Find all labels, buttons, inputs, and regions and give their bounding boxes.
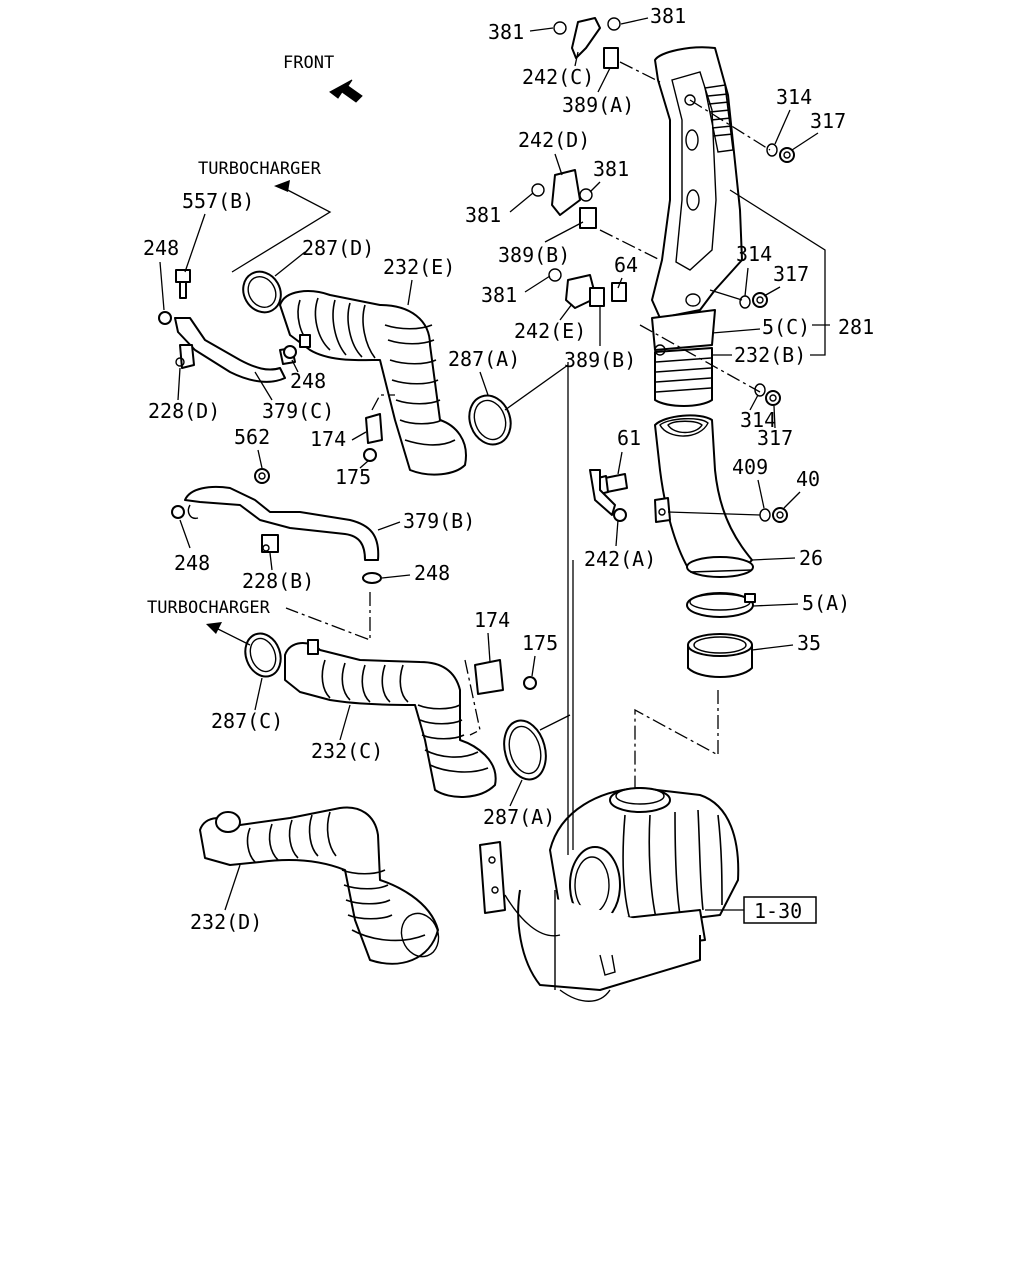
callout-287d: 287(D) [302,236,374,260]
callout-557b: 557(B) [182,189,254,213]
callout-317-a: 317 [810,109,846,133]
callout-287c: 287(C) [211,709,283,733]
callout-175-b: 175 [522,631,558,655]
turbo-arrow-mid-icon [206,622,251,646]
clip-242e [548,268,627,309]
callout-562: 562 [234,425,270,449]
nut-562-icon [254,468,270,484]
callout-314-c: 314 [740,408,776,432]
callout-242e: 242(E) [514,319,586,343]
callout-381-e: 381 [481,283,517,307]
hose-379b [184,485,380,561]
callout-26: 26 [799,546,823,570]
callout-228b: 228(B) [242,569,314,593]
clip-228b [261,534,279,553]
clamp-287a-bottom [503,719,547,781]
callout-5a: 5(A) [802,591,850,615]
hose-232d [199,806,440,965]
callout-314-b: 314 [736,242,772,266]
callout-317-b: 317 [773,262,809,286]
callout-381-d: 381 [465,203,501,227]
callout-248-b: 248 [290,369,326,393]
callout-232c: 232(C) [311,739,383,763]
hose-232e [279,290,467,476]
nut-317-a-icon [779,147,795,163]
callout-232b: 232(B) [734,343,806,367]
callout-61: 61 [617,426,641,450]
front-arrow-icon [329,79,363,103]
clamp-248-a-icon [158,311,172,325]
callout-35: 35 [797,631,821,655]
clamp-287a-top [468,394,512,446]
clip-228d [175,344,195,369]
callout-248-c: 248 [414,561,450,585]
clip-242d [531,169,597,229]
ref-box-label[interactable]: 1-30 [754,899,802,923]
callout-317-c: 317 [757,426,793,450]
clamp-248-b-icon [283,345,297,359]
washer-314-a-icon [766,143,778,157]
screw-175-b-icon [523,676,537,690]
callout-314-a: 314 [776,85,812,109]
intake-duct-281 [651,46,743,407]
callout-381-c: 381 [593,157,629,181]
nut-317-c-icon [765,390,781,406]
callout-248-a: 248 [143,236,179,260]
callout-64: 64 [614,253,638,277]
turbo-arrow-top-icon [274,180,290,192]
elbow-duct-26 [654,414,754,578]
washer-314-c-icon [754,383,766,397]
turbocharger-label-mid: TURBOCHARGER [147,598,271,618]
bracket-242a [589,469,627,522]
callout-287a-bottom: 287(A) [483,805,555,829]
sensor-174-b [474,659,504,695]
callout-389b-b: 389(B) [564,348,636,372]
callout-242a: 242(A) [584,547,656,571]
callout-242d: 242(D) [518,128,590,152]
clamp-5a [686,592,756,618]
callout-381-b: 381 [650,4,686,28]
callout-228d: 228(D) [148,399,220,423]
callout-381-a: 381 [488,20,524,44]
bolt-557b [175,269,191,299]
callout-5c: 5(C) [762,315,810,339]
callout-287a-top: 287(A) [448,347,520,371]
washer-314-b-icon [739,295,751,309]
screw-175-a [363,448,377,462]
callout-389a: 389(A) [562,93,634,117]
air-cleaner-assembly [479,787,740,1002]
callout-379b: 379(B) [403,509,475,533]
clamp-248-d-icon [362,572,382,584]
clamp-287c [244,632,282,678]
hose-379c [174,317,296,383]
callout-281: 281 [838,315,874,339]
callout-40: 40 [796,467,820,491]
nut-40-icon [772,507,788,523]
sensor-174-a [365,413,383,444]
callout-389b-a: 389(B) [498,243,570,267]
turbocharger-label-top: TURBOCHARGER [198,159,322,179]
callout-248-d: 248 [174,551,210,575]
washer-409-icon [759,508,771,522]
hose-232c [284,639,497,798]
callout-242c: 242(C) [522,65,594,89]
front-label: FRONT [283,53,334,73]
clamp-248-c-icon [171,505,185,519]
sleeve-35 [687,633,753,678]
clamp-287d [242,270,282,314]
callout-409: 409 [732,455,768,479]
ref-box-1-30 [705,896,817,924]
callout-379c: 379(C) [262,399,334,423]
clip-242c [553,17,621,69]
callout-175-a: 175 [335,465,371,489]
callout-174-a: 174 [310,427,346,451]
nut-317-b-icon [752,292,768,308]
callout-232e: 232(E) [383,255,455,279]
callout-232d: 232(D) [190,910,262,934]
callout-174-b: 174 [474,608,510,632]
